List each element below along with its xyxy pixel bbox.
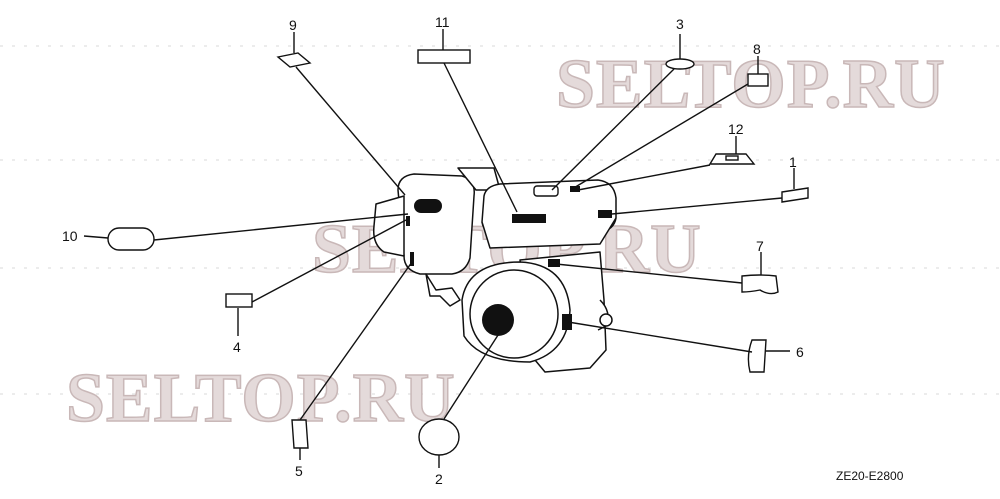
part-9-decal [276,52,312,68]
air-cleaner-decal-mark [414,199,442,213]
part-3-decal [665,58,695,70]
callout-4: 4 [233,339,241,355]
part-10-decal [107,227,155,251]
leader-4 [251,219,407,303]
leader-10 [153,213,409,241]
callout-5: 5 [295,463,303,479]
part-8-decal [747,73,769,87]
part-1-decal [781,187,809,203]
part-5-decal [291,419,309,449]
part-4-decal [225,293,253,308]
leader-1 [611,197,783,215]
leader-7 [555,263,743,284]
leader-11 [443,62,518,213]
leader-9 [295,66,406,196]
callout-10: 10 [62,228,78,244]
callout-2: 2 [435,471,443,487]
leader-3-to-engine [551,68,675,191]
callout-7: 7 [756,238,764,254]
leader-5 [299,261,413,421]
leader-lines [83,29,795,468]
callout-labels: 1 2 3 4 5 6 7 8 9 10 11 12 [62,14,804,487]
part-7-decal [741,274,779,295]
watermark-bottom: SELTOP.RU [66,360,456,437]
callout-12: 12 [728,121,744,137]
callout-6: 6 [796,344,804,360]
part-6-decal [747,339,767,373]
leader-6 [567,321,753,353]
decal-parts [107,49,809,456]
callout-11: 11 [435,14,450,30]
leader-2 [443,331,501,420]
leader-10-label [83,235,109,239]
leader-12 [577,164,711,191]
callout-9: 9 [289,17,297,33]
part-2-decal [418,418,460,456]
leader-8 [571,83,749,190]
diagram-code: ZE20-E2800 [836,469,904,483]
part-11-decal [417,49,471,64]
callout-8: 8 [753,41,761,57]
callout-1: 1 [789,154,797,170]
callout-3: 3 [676,16,684,32]
engine-drawing [372,167,617,373]
